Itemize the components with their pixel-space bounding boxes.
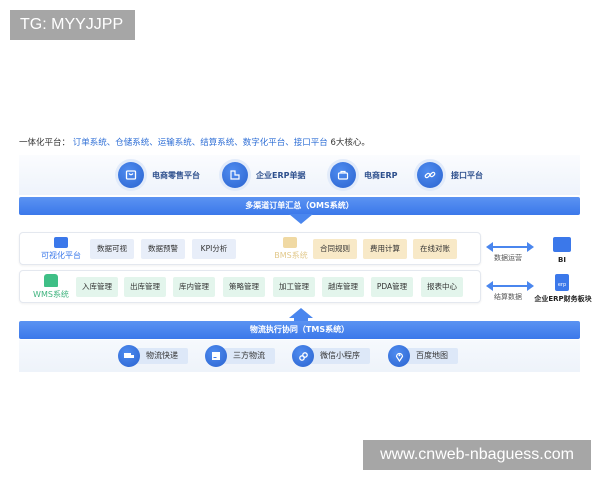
data-operations-label: 数据运营 (494, 254, 522, 262)
truck-icon (118, 345, 140, 367)
watermark-top-left: TG: MYYJJPP (10, 10, 135, 40)
chip-cross-dock: 越库管理 (322, 277, 364, 297)
chip-strategy: 策略管理 (223, 277, 265, 297)
intro-highlight: 订单系统、仓储系统、运输系统、结算系统、数字化平台、接口平台 (72, 138, 328, 148)
shopping-bag-icon (118, 162, 144, 188)
platform-label: 企业ERP单据 (256, 170, 306, 180)
tms-item-3pl: 三方物流 (205, 343, 275, 369)
chip-kpi-analysis: KPI分析 (192, 239, 236, 259)
bidirectional-arrow-icon (486, 281, 534, 291)
dashboard-icon (54, 237, 68, 248)
chip-in-warehouse: 库内管理 (173, 277, 215, 297)
chip-contract-rules: 合同规则 (313, 239, 357, 259)
arrow-down-icon (289, 214, 313, 224)
chip-fee-calc: 费用计算 (363, 239, 407, 259)
tms-bar: 物流执行协同（TMS系统） (19, 321, 580, 339)
wms-system-title: WMS系统 (33, 290, 69, 299)
bidirectional-arrow-icon (486, 242, 534, 252)
map-pin-icon (388, 345, 410, 367)
platform-band (19, 155, 580, 195)
platform-label: 电商ERP (364, 170, 398, 180)
arrow-up-icon (289, 308, 313, 318)
erp-icon: erp (555, 274, 569, 291)
tms-label: 物流快递 (136, 348, 188, 364)
link-icon (417, 162, 443, 188)
tms-label: 百度地图 (406, 348, 458, 364)
tms-item-express: 物流快递 (118, 343, 188, 369)
chip-online-reconcile: 在线对账 (413, 239, 457, 259)
platform-item-ecommerce-erp: 电商ERP (330, 161, 398, 189)
box-icon (205, 345, 227, 367)
watermark-bottom-right: www.cnweb-nbaguess.com (363, 440, 591, 470)
bms-icon (283, 237, 297, 248)
chip-outbound: 出库管理 (124, 277, 166, 297)
mini-program-icon (292, 345, 314, 367)
ecommerce-erp-icon (330, 162, 356, 188)
wms-panel: WMS系统 入库管理 出库管理 库内管理 策略管理 加工管理 越库管理 PDA管… (19, 270, 481, 303)
erp-building-icon (222, 162, 248, 188)
arrow-up-stem (294, 317, 308, 321)
intro-suffix: 6大核心。 (330, 138, 370, 148)
chip-data-visual: 数据可视 (90, 239, 134, 259)
oms-bar: 多渠道订单汇总（OMS系统） (19, 197, 580, 215)
tms-label: 微信小程序 (310, 348, 370, 364)
bms-system-title: BMS系统 (274, 251, 308, 260)
intro-prefix: 一体化平台： (19, 138, 71, 148)
tms-item-baidu-map: 百度地图 (388, 343, 458, 369)
intro-text: 一体化平台： 订单系统、仓储系统、运输系统、结算系统、数字化平台、接口平台 6大… (19, 136, 370, 148)
bi-label: BI (558, 256, 566, 264)
platform-label: 接口平台 (451, 170, 483, 180)
bi-board-icon (553, 237, 571, 252)
chip-pda: PDA管理 (371, 277, 413, 297)
tms-label: 三方物流 (223, 348, 275, 364)
chip-inbound: 入库管理 (76, 277, 118, 297)
warehouse-icon (44, 274, 58, 287)
chip-data-alert: 数据预警 (141, 239, 185, 259)
platform-item-enterprise-erp: 企业ERP单据 (222, 161, 306, 189)
visual-platform-title: 可视化平台 (41, 251, 81, 260)
platform-item-interface: 接口平台 (417, 161, 483, 189)
visual-bms-panel: 可视化平台 数据可视 数据预警 KPI分析 BMS系统 合同规则 费用计算 在线… (19, 232, 481, 265)
settlement-data-label: 结算数据 (494, 293, 522, 301)
chip-processing: 加工管理 (273, 277, 315, 297)
platform-label: 电商零售平台 (152, 170, 200, 180)
tms-item-mini-program: 微信小程序 (292, 343, 370, 369)
chip-report-center: 报表中心 (421, 277, 463, 297)
enterprise-erp-finance-label: 企业ERP财务板块 (534, 295, 592, 303)
platform-item-ecommerce-retail: 电商零售平台 (118, 161, 200, 189)
